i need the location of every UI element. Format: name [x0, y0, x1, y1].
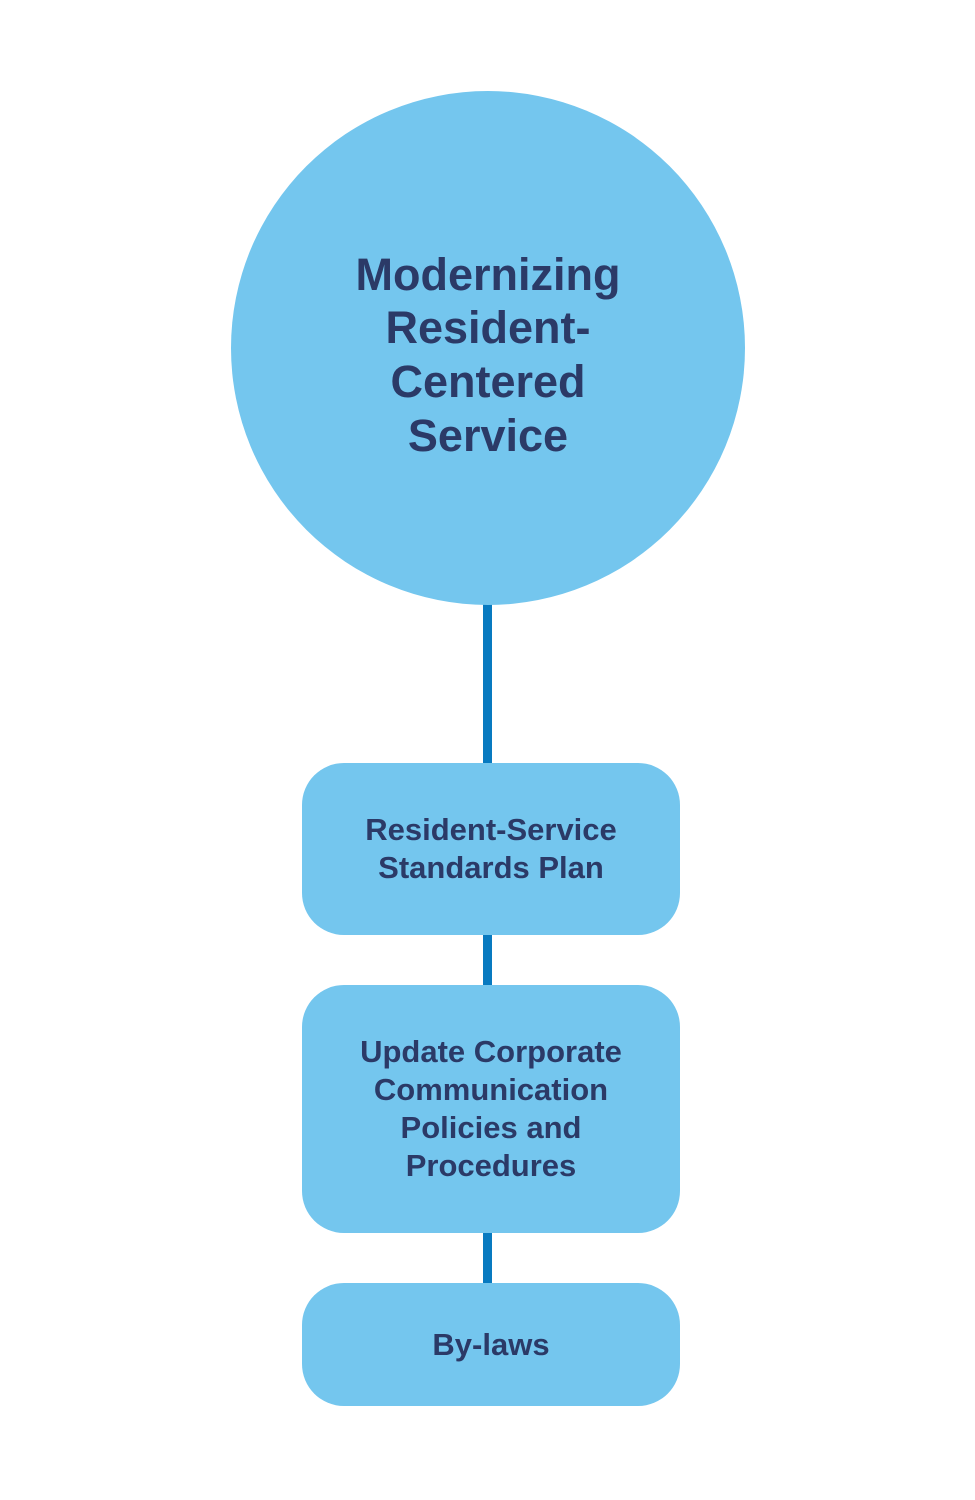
- connector-circle-to-box1: [483, 598, 492, 768]
- root-node-label: Modernizing Resident-Centered Service: [355, 248, 621, 461]
- node-resident-service-standards-plan: Resident-Service Standards Plan: [302, 763, 680, 935]
- node-update-corporate-communication-policies: Update Corporate Communication Policies …: [302, 985, 680, 1233]
- node-label: Update Corporate Communication Policies …: [360, 1034, 622, 1183]
- connector-box2-to-box3: [483, 1228, 492, 1288]
- root-node-modernizing-resident-centered-service: Modernizing Resident-Centered Service: [231, 91, 745, 605]
- node-label: Resident-Service Standards Plan: [365, 812, 617, 885]
- node-by-laws: By-laws: [302, 1283, 680, 1406]
- node-label: By-laws: [432, 1326, 550, 1362]
- connector-box1-to-box2: [483, 930, 492, 990]
